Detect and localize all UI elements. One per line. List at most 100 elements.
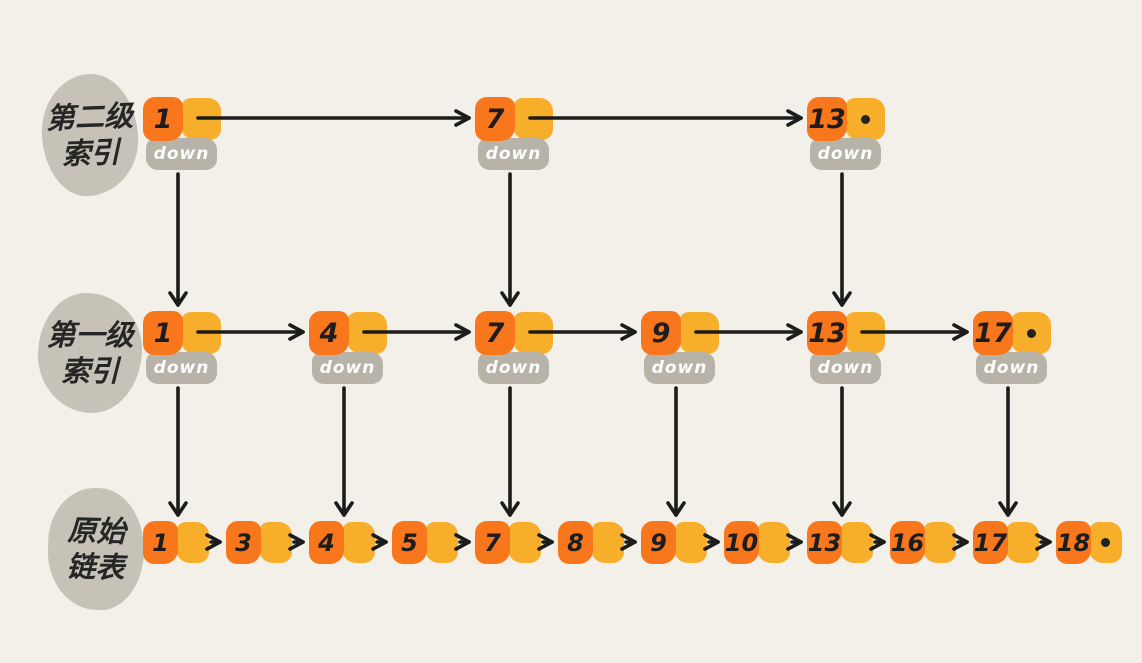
row-label-line: 索引 bbox=[61, 134, 121, 171]
row-label-original-linked-list: 原始 链表 bbox=[46, 486, 146, 612]
arrowhead-first-level-index-9-to-13 bbox=[786, 323, 803, 341]
row-label-second-level-index: 第二级 索引 bbox=[39, 72, 141, 198]
node-original-linked-list-10: 10 bbox=[724, 521, 790, 565]
null-pointer-dot bbox=[1101, 538, 1110, 547]
arrowhead-down-first-level-index-1 bbox=[168, 501, 188, 517]
node-value-cell: 10 bbox=[724, 521, 759, 564]
node-pointer-cell bbox=[757, 522, 790, 563]
node-value-cell: 4 bbox=[309, 521, 344, 564]
arrowhead-down-first-level-index-9 bbox=[666, 501, 686, 517]
down-pointer-label: down bbox=[810, 352, 881, 384]
node-pointer-cell bbox=[1089, 522, 1122, 563]
node-value-cell: 7 bbox=[475, 97, 515, 141]
node-value-cell: 9 bbox=[641, 521, 676, 564]
node-pointer-cell bbox=[840, 522, 873, 563]
arrowhead-first-level-index-13-to-17 bbox=[952, 323, 969, 341]
node-original-linked-list-8: 8 bbox=[558, 521, 624, 565]
node-value-cell: 4 bbox=[309, 311, 349, 355]
node-original-linked-list-17: 17 bbox=[973, 521, 1039, 565]
null-pointer-dot bbox=[1026, 328, 1036, 338]
arrowhead-first-level-index-7-to-9 bbox=[620, 323, 637, 341]
node-value-cell: 7 bbox=[475, 521, 510, 564]
node-value-cell: 1 bbox=[143, 97, 183, 141]
down-pointer-label: down bbox=[976, 352, 1047, 384]
node-pointer-cell bbox=[845, 312, 885, 354]
node-value-cell: 18 bbox=[1056, 521, 1091, 564]
node-pointer-cell bbox=[181, 98, 221, 140]
node-pointer-cell bbox=[181, 312, 221, 354]
arrowhead-down-first-level-index-4 bbox=[334, 501, 354, 517]
node-value-cell: 8 bbox=[558, 521, 593, 564]
node-pointer-cell bbox=[923, 522, 956, 563]
node-pointer-cell bbox=[1011, 312, 1051, 354]
row-label-first-level-index: 第一级 索引 bbox=[38, 293, 142, 413]
node-value-cell: 13 bbox=[807, 311, 847, 355]
node-pointer-cell bbox=[513, 312, 553, 354]
node-original-linked-list-3: 3 bbox=[226, 521, 292, 565]
arrowhead-first-level-index-1-to-4 bbox=[288, 323, 305, 341]
arrowhead-second-level-index-1-to-7 bbox=[454, 109, 471, 127]
arrowhead-second-level-index-7-to-13 bbox=[786, 109, 803, 127]
down-pointer-label: down bbox=[146, 138, 217, 170]
node-value-cell: 16 bbox=[890, 521, 925, 564]
node-original-linked-list-13: 13 bbox=[807, 521, 873, 565]
node-value-cell: 1 bbox=[143, 521, 178, 564]
node-pointer-cell bbox=[508, 522, 541, 563]
node-value-cell: 3 bbox=[226, 521, 261, 564]
arrowhead-down-first-level-index-13 bbox=[832, 501, 852, 517]
node-original-linked-list-18: 18 bbox=[1056, 521, 1122, 565]
arrowhead-down-second-level-index-7 bbox=[500, 291, 520, 307]
node-original-linked-list-7: 7 bbox=[475, 521, 541, 565]
arrowhead-down-first-level-index-17 bbox=[998, 501, 1018, 517]
row-label-line: 链表 bbox=[66, 549, 125, 585]
node-original-linked-list-5: 5 bbox=[392, 521, 458, 565]
node-value-cell: 9 bbox=[641, 311, 681, 355]
node-value-cell: 17 bbox=[973, 311, 1013, 355]
down-pointer-label: down bbox=[312, 352, 383, 384]
node-original-linked-list-1: 1 bbox=[143, 521, 209, 565]
node-value-cell: 13 bbox=[807, 97, 847, 141]
arrowhead-down-second-level-index-1 bbox=[168, 291, 188, 307]
row-label-line: 第二级 bbox=[45, 98, 134, 136]
node-value-cell: 7 bbox=[475, 311, 515, 355]
row-label-line: 原始 bbox=[67, 513, 126, 549]
node-original-linked-list-16: 16 bbox=[890, 521, 956, 565]
row-label-line: 索引 bbox=[60, 354, 119, 388]
node-original-linked-list-9: 9 bbox=[641, 521, 707, 565]
down-pointer-label: down bbox=[146, 352, 217, 384]
node-pointer-cell bbox=[176, 522, 209, 563]
down-pointer-label: down bbox=[478, 138, 549, 170]
node-value-cell: 1 bbox=[143, 311, 183, 355]
arrowhead-down-second-level-index-13 bbox=[832, 291, 852, 307]
node-value-cell: 13 bbox=[807, 521, 842, 564]
down-pointer-label: down bbox=[810, 138, 881, 170]
node-pointer-cell bbox=[347, 312, 387, 354]
arrowhead-first-level-index-4-to-7 bbox=[454, 323, 471, 341]
row-label-line: 第一级 bbox=[46, 317, 134, 352]
node-pointer-cell bbox=[1006, 522, 1039, 563]
node-pointer-cell bbox=[591, 522, 624, 563]
null-pointer-dot bbox=[860, 114, 870, 124]
node-pointer-cell bbox=[679, 312, 719, 354]
down-pointer-label: down bbox=[644, 352, 715, 384]
node-pointer-cell bbox=[513, 98, 553, 140]
node-pointer-cell bbox=[425, 522, 458, 563]
node-pointer-cell bbox=[259, 522, 292, 563]
node-pointer-cell bbox=[674, 522, 707, 563]
down-pointer-label: down bbox=[478, 352, 549, 384]
arrowhead-down-first-level-index-7 bbox=[500, 501, 520, 517]
node-pointer-cell bbox=[845, 98, 885, 140]
node-value-cell: 17 bbox=[973, 521, 1008, 564]
node-pointer-cell bbox=[342, 522, 375, 563]
node-original-linked-list-4: 4 bbox=[309, 521, 375, 565]
